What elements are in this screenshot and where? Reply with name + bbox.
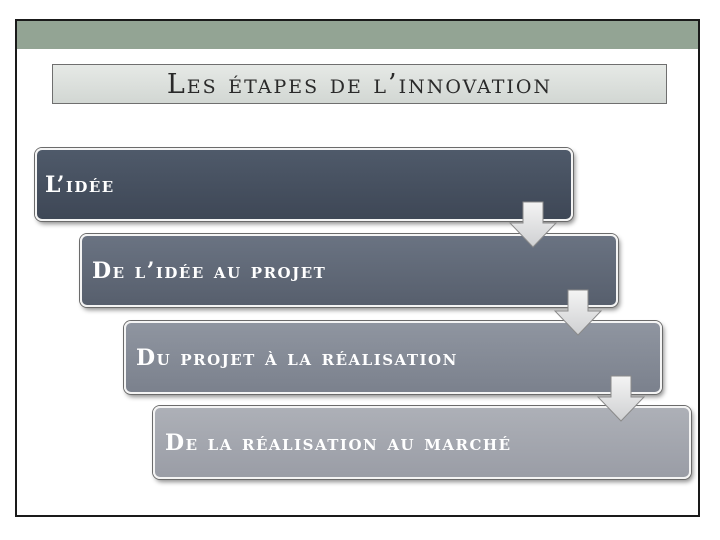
process-step-3-label: Du projet à la réalisation xyxy=(136,344,458,371)
process-step-4: De la réalisation au marché xyxy=(153,406,691,479)
process-step-2-label: De l’idée au projet xyxy=(92,257,327,284)
down-arrow-icon xyxy=(596,375,646,422)
down-arrow-icon xyxy=(553,289,603,336)
process-step-2: De l’idée au projet xyxy=(80,234,618,307)
process-step-1-label: L’idée xyxy=(45,171,115,198)
process-step-4-label: De la réalisation au marché xyxy=(165,429,512,456)
slide-title: Les étapes de l’innovation xyxy=(166,68,553,100)
title-box: Les étapes de l’innovation xyxy=(52,64,667,104)
down-arrow-icon xyxy=(508,201,558,248)
top-band xyxy=(17,21,698,49)
process-step-3: Du projet à la réalisation xyxy=(124,321,662,394)
process-step-1: L’idée xyxy=(35,148,573,221)
